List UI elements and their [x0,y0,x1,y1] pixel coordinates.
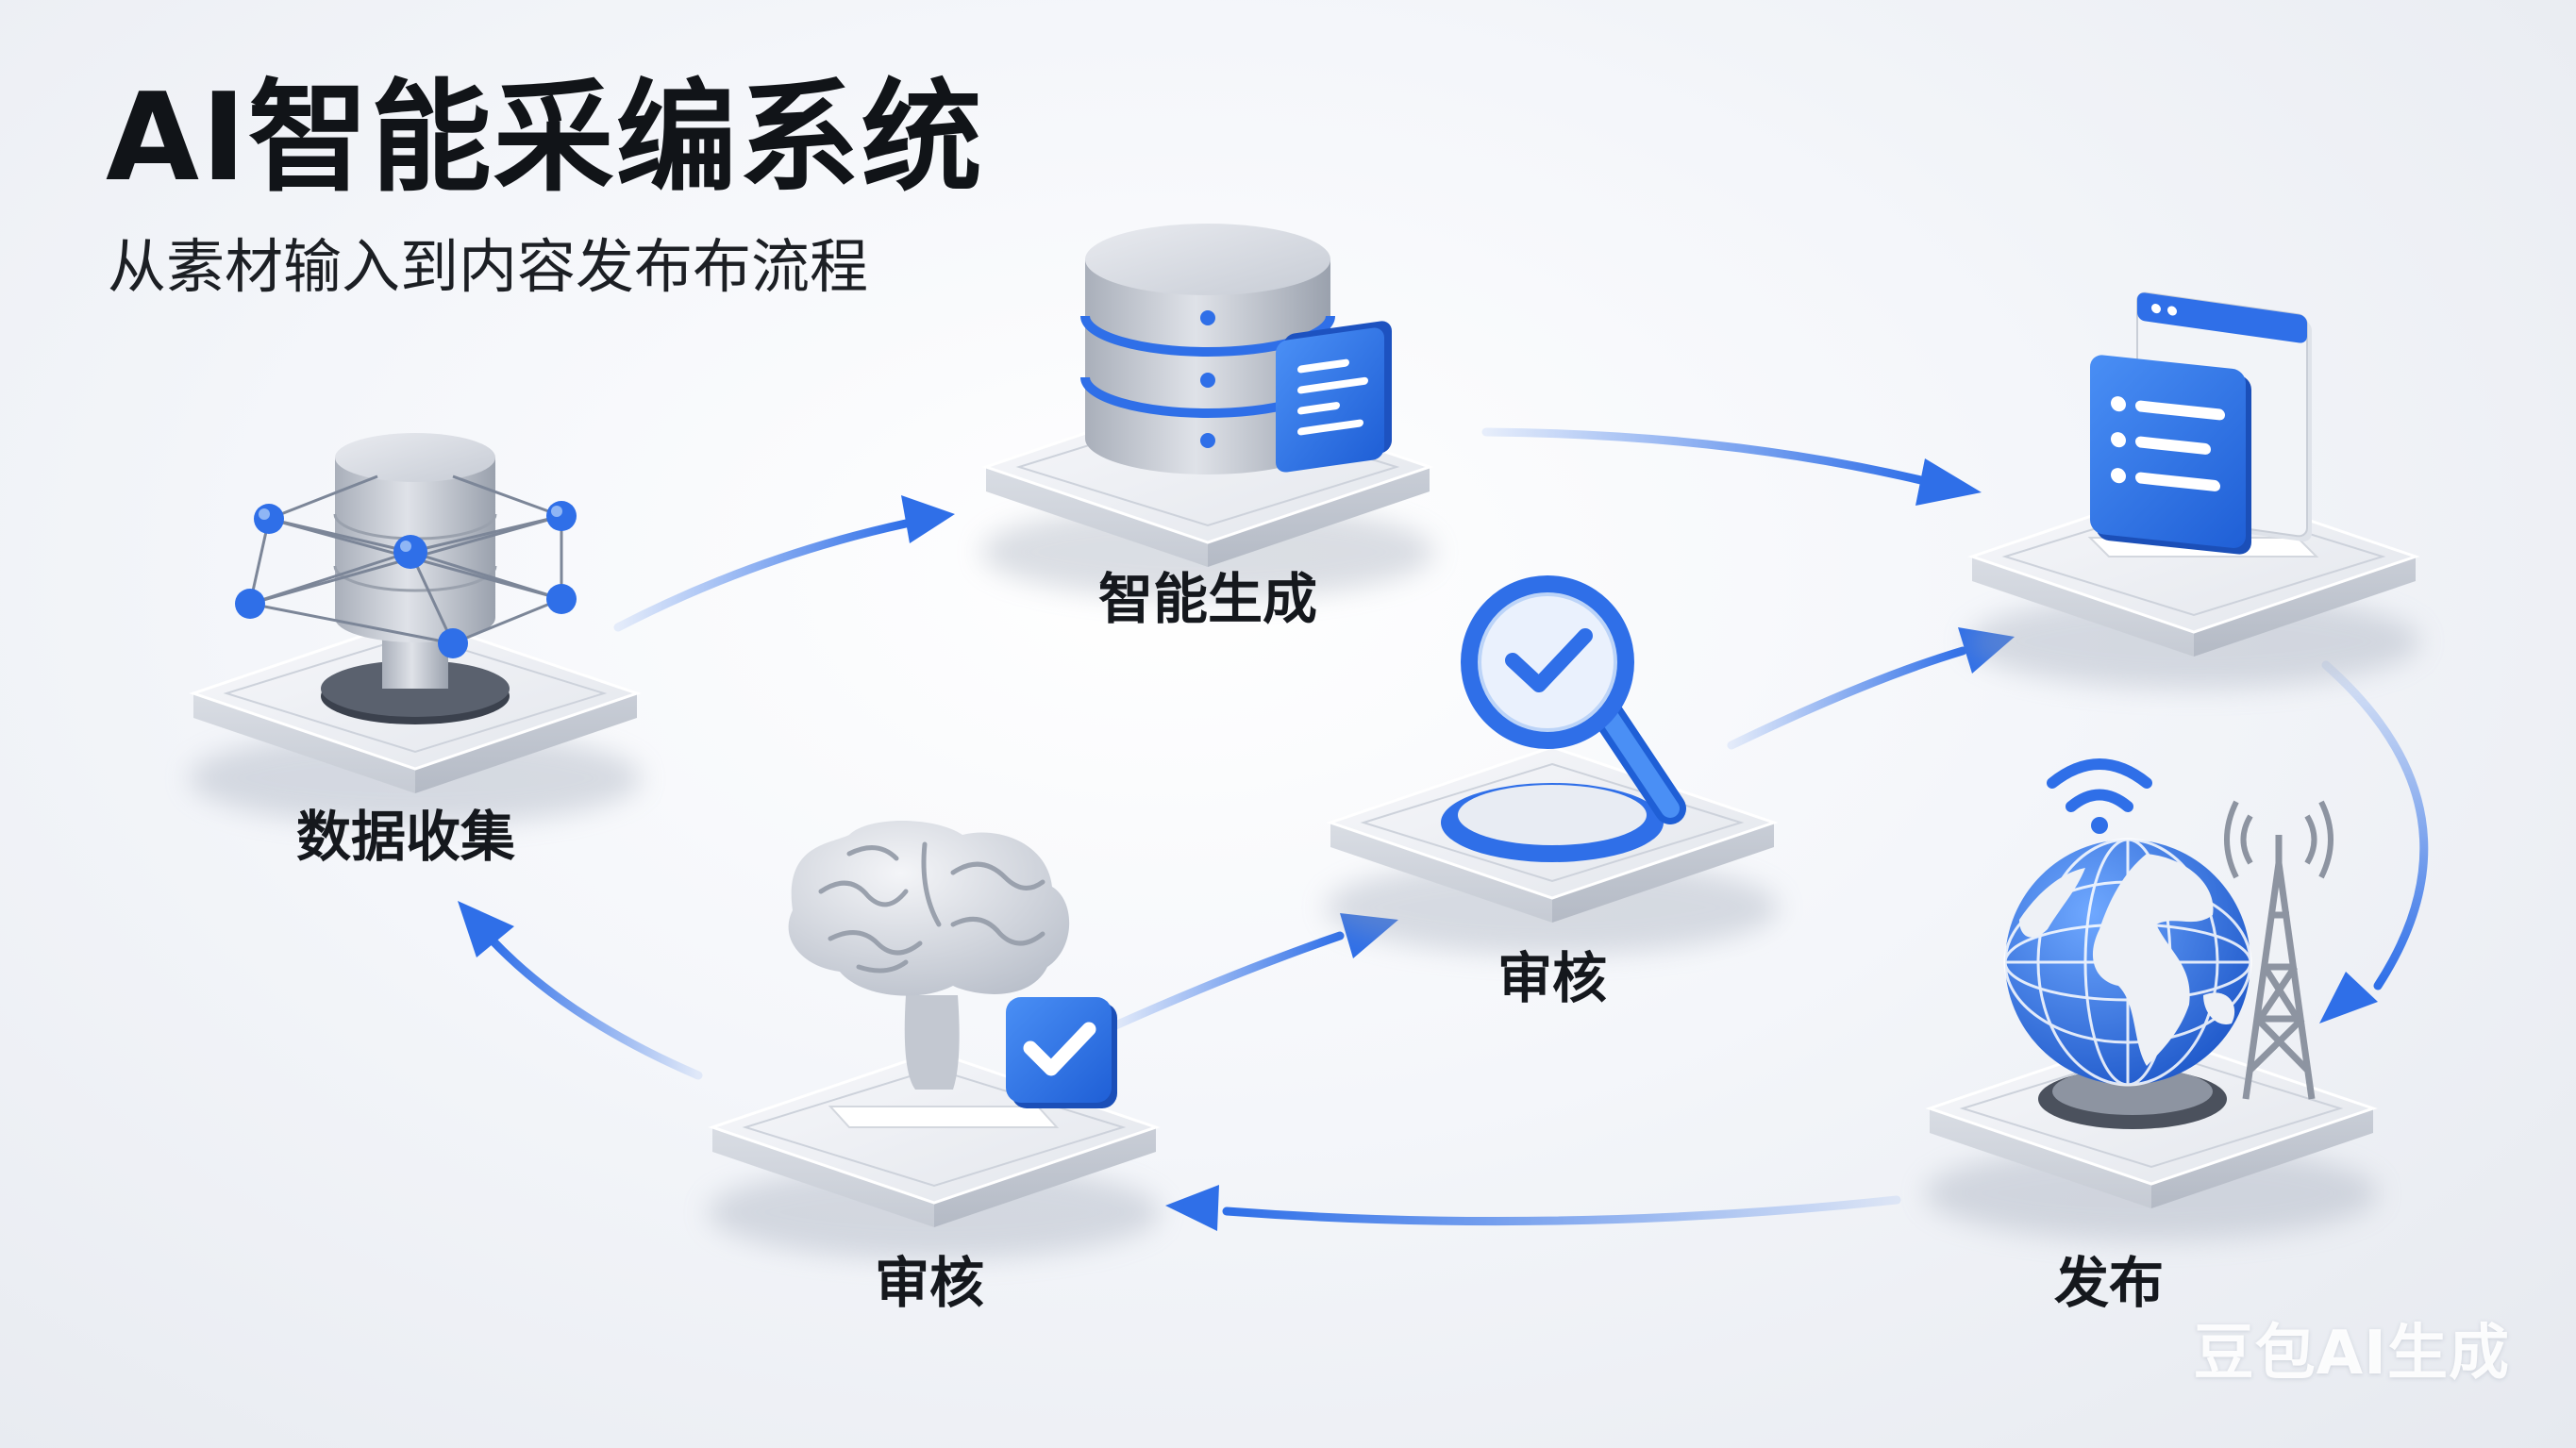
watermark: 豆包AI生成 [2193,1319,2510,1389]
node-generation [981,224,1434,599]
arrow-review-to-collect [458,901,703,1080]
label-review-ai: 审核 [874,1251,985,1315]
node-review-ai [708,821,1161,1259]
node-publish [1925,758,2378,1240]
database-network-icon [235,433,577,724]
node-data-collection [189,433,642,825]
magnifier-check-icon [1441,575,1686,862]
document-window-icon [2087,291,2319,558]
arrow-edit-to-publish [2319,660,2429,1024]
node-platform [189,616,642,825]
label-review-center: 审核 [1497,946,1608,1010]
globe-broadcast-icon [2003,758,2333,1129]
label-generation: 智能生成 [1097,567,1318,631]
arrow-generate-to-edit [1481,427,1982,506]
arrow-publish-to-review [1165,1185,1901,1231]
node-review-center [1326,575,1779,955]
brain-check-icon [788,821,1117,1128]
arrow-collect-to-generate [613,495,955,632]
label-data-collection: 数据收集 [295,805,516,869]
page-title: AI智能采编系统 [106,68,984,208]
server-document-icon [1080,224,1392,474]
node-editing [1967,291,2420,689]
antenna-tower-icon [2224,800,2333,1100]
page-subtitle: 从素材输入到内容发布布流程 [108,232,869,301]
label-publish: 发布 [2053,1251,2165,1315]
